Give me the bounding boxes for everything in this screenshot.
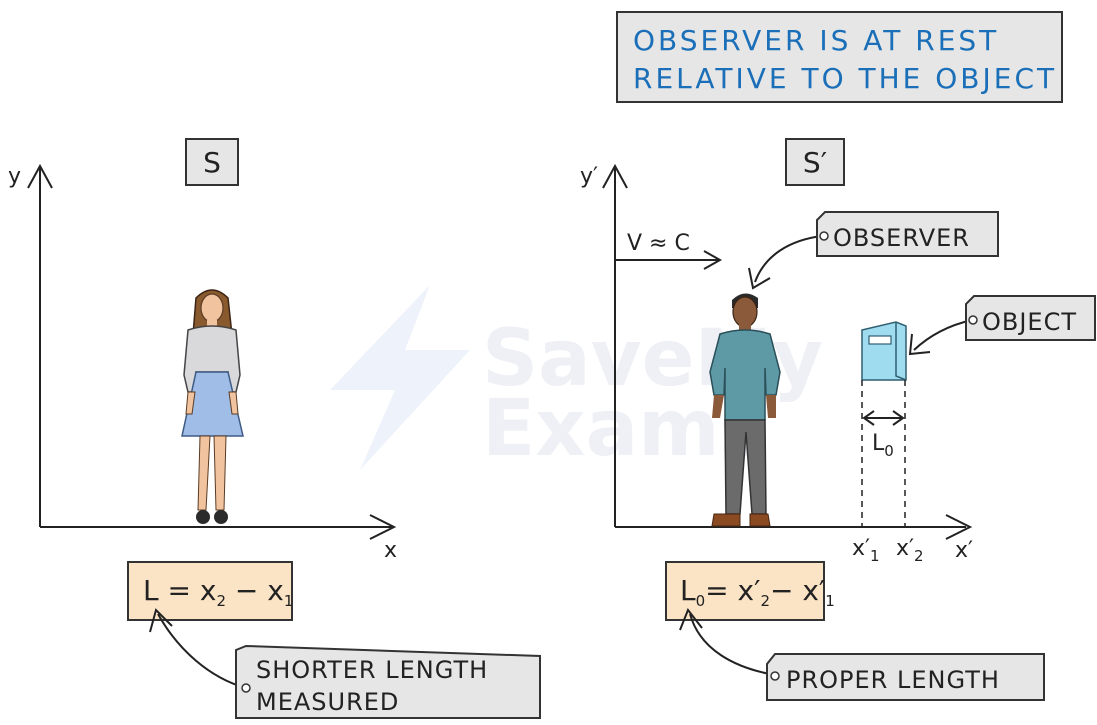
frame-s-prime: S′ y′ x′ V ≈ C OBSERVER — [580, 138, 1096, 621]
observer-pointer — [754, 235, 823, 283]
frame-s-prime-x-label: x′ — [955, 538, 973, 563]
callout-proper-length: PROPER LENGTH — [679, 608, 1045, 701]
observer-figure — [709, 293, 781, 527]
tag-hole-icon — [770, 671, 780, 681]
frame-s-x-label: x — [384, 538, 397, 563]
header-line1: OBSERVER IS AT REST — [633, 24, 999, 57]
tag-hole-icon — [241, 683, 251, 693]
equation-s-prime: L0= x′2− x′1 — [680, 574, 835, 610]
tick-x1-label: x′1 — [852, 536, 880, 565]
length-arrow-left-icon — [862, 410, 875, 426]
object-pointer — [913, 319, 973, 351]
object-tag-label: OBJECT — [982, 308, 1077, 336]
watermark-bolt-icon — [330, 285, 470, 470]
frame-s: S y x L = x2 − x1 — [8, 138, 397, 621]
callout-shorter-arrow-icon — [149, 608, 173, 633]
frame-s-label: S — [203, 146, 221, 179]
equation-s: L = x2 − x1 — [143, 574, 293, 610]
equation-s-prime-box — [665, 561, 825, 621]
tag-hole-icon — [968, 315, 978, 325]
tick-x2-label: x′2 — [896, 536, 924, 565]
header-line2: RELATIVE TO THE OBJECT — [633, 62, 1057, 95]
velocity-label: V ≈ C — [627, 231, 690, 256]
velocity-arrow-head-icon — [703, 250, 723, 270]
frame-s-prime-y-arrow-icon — [602, 163, 628, 189]
frame-s-y-arrow-icon — [27, 163, 53, 189]
frame-s-prime-label-box — [785, 138, 845, 186]
tag-hole-icon — [819, 231, 829, 241]
observer-tag-label: OBSERVER — [833, 224, 970, 252]
callout-shorter-line2: MEASURED — [256, 688, 399, 716]
object-book — [861, 321, 907, 381]
length-label: L0 — [872, 431, 894, 460]
callout-proper-label: PROPER LENGTH — [786, 666, 1000, 694]
frame-s-x-arrow-icon — [369, 514, 397, 540]
frame-s-y-label: y — [8, 164, 21, 189]
object-pointer-arrow-icon — [908, 333, 931, 356]
callout-shorter-length: SHORTER LENGTH MEASURED — [149, 608, 541, 719]
callout-proper-arrow-icon — [679, 608, 703, 631]
length-arrow-right-icon — [892, 410, 905, 426]
callout-shorter-line1: SHORTER LENGTH — [256, 656, 488, 684]
frame-s-label-box — [185, 138, 239, 186]
object-tag: OBJECT — [965, 295, 1096, 341]
frame-s-prime-y-label: y′ — [580, 164, 598, 189]
frame-s-prime-x-arrow-icon — [945, 514, 973, 540]
observer-tag: OBSERVER — [816, 211, 999, 257]
observer-pointer-arrow-icon — [748, 267, 771, 290]
header-box: OBSERVER IS AT REST RELATIVE TO THE OBJE… — [616, 11, 1063, 103]
woman-figure — [181, 289, 244, 524]
frame-s-prime-label: S′ — [803, 146, 827, 179]
